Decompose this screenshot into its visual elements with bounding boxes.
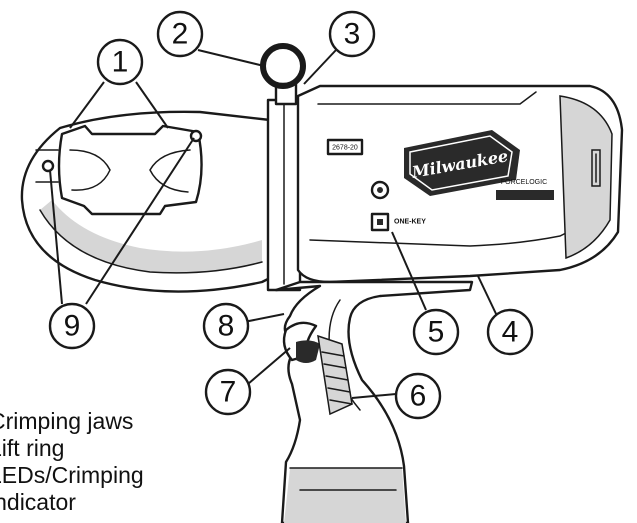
lift-ring	[260, 43, 306, 89]
led-left-icon	[41, 159, 55, 173]
callout-6: 6	[394, 372, 442, 420]
parts-legend: Crimping jaws Lift ring LEDs/Crimping in…	[0, 408, 240, 516]
callout-7: 7	[204, 368, 252, 416]
callout-1-label: 1	[112, 46, 129, 79]
callout-6-label: 6	[410, 380, 427, 413]
callout-2: 2	[156, 10, 204, 58]
callout-9: 9	[48, 302, 96, 350]
callout-7-label: 7	[220, 376, 237, 409]
legend-item-lift-ring: Lift ring	[0, 435, 65, 461]
tool-handle	[274, 280, 474, 523]
callout-8-label: 8	[218, 310, 235, 343]
legend-item-crimping-jaws: Crimping jaws	[0, 408, 134, 434]
callout-1: 1	[96, 38, 144, 86]
legend-item-indicator: indicator	[0, 489, 76, 515]
callout-5-label: 5	[428, 316, 445, 349]
callout-8: 8	[202, 302, 250, 350]
callout-4-label: 4	[502, 316, 519, 349]
callout-3-label: 3	[344, 18, 361, 51]
callout-4: 4	[486, 308, 534, 356]
model-plate: 2678-20	[332, 145, 358, 152]
crimping-jaw-head	[20, 110, 272, 293]
callout-2-label: 2	[172, 18, 189, 51]
one-key-label: ONE-KEY	[394, 219, 426, 226]
legend-item-leds: LEDs/Crimping	[0, 462, 144, 488]
callout-3: 3	[328, 10, 376, 58]
callout-9-label: 9	[64, 310, 81, 343]
motor-housing: 2678-20 Milwaukee FORCELOGIC ONE-KEY	[296, 84, 624, 284]
callout-5: 5	[412, 308, 460, 356]
tool-neck	[266, 82, 302, 292]
side-text: FORCELOGIC	[501, 179, 547, 186]
leader-lines	[49, 49, 499, 399]
